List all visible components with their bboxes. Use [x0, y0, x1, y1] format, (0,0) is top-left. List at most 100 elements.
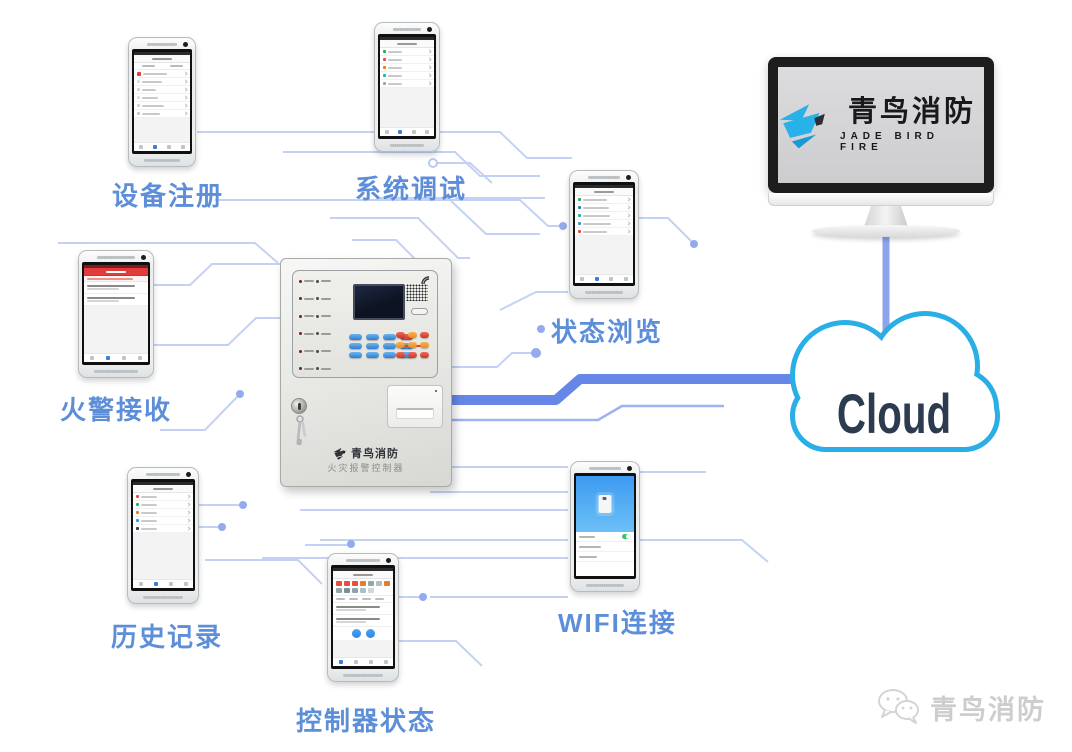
bottom-nav [84, 353, 148, 362]
camera-icon [427, 27, 432, 32]
bottom-nav [133, 579, 193, 588]
camera-icon [186, 472, 191, 477]
earpiece-grille [588, 176, 620, 179]
panel-display-area [292, 270, 438, 378]
list-row [380, 56, 434, 64]
earpiece-grille [146, 473, 180, 476]
label-fire-alarm-receive: 火警接收 [60, 395, 173, 425]
list-row [134, 110, 190, 118]
wifi-toggle-row [576, 532, 634, 542]
bottom-nav [134, 142, 190, 151]
earpiece-grille [97, 256, 135, 259]
app-header [575, 188, 633, 196]
panel-brand-text: 青鸟消防 [351, 448, 399, 460]
phone-screen [82, 262, 150, 365]
controller-status-app [333, 568, 393, 666]
list-row [380, 48, 434, 56]
camera-icon [627, 466, 632, 471]
app-header [333, 571, 393, 579]
status-entry [333, 603, 393, 615]
camera-icon [386, 558, 391, 563]
monitor-stand-neck [864, 206, 908, 227]
function-keys [396, 332, 430, 360]
speaker-grille [390, 144, 424, 147]
status-browse-app [575, 185, 633, 283]
app-header [134, 55, 190, 63]
phone-screen [573, 182, 635, 286]
list-row [133, 493, 193, 501]
wechat-icon [878, 689, 919, 724]
phone-history [127, 467, 199, 604]
phone-screen [331, 565, 395, 669]
bottom-nav [333, 657, 393, 666]
monitor-screen: 青鸟消防 JADE BIRD FIRE [778, 67, 984, 183]
panel-brand: 青鸟消防 [281, 445, 451, 461]
phone-device-register [128, 37, 196, 167]
bottom-nav [380, 127, 434, 136]
list-row [575, 228, 633, 236]
list-row [134, 94, 190, 102]
earpiece-grille [589, 467, 621, 470]
status-icon-grid [333, 579, 393, 596]
label-device-register: 设备注册 [112, 181, 225, 211]
wifi-list-row [576, 552, 634, 562]
device-illustration [598, 495, 612, 513]
fire-alarm-control-panel: 青鸟消防 火灾报警控制器 [280, 258, 452, 487]
monitor-stand-base [812, 225, 960, 237]
action-buttons [333, 627, 393, 640]
cloud-shape: Cloud [790, 311, 1000, 452]
hanging-keys-icon [296, 415, 307, 446]
earpiece-grille [147, 43, 177, 46]
alarm-banner [84, 276, 148, 282]
mute-button [411, 308, 428, 315]
alarm-header [84, 268, 148, 276]
earpiece-grille [393, 28, 421, 31]
camera-icon [183, 42, 188, 47]
fire-alarm-app [84, 265, 148, 362]
label-history: 历史记录 [111, 622, 224, 652]
phone-status-browse [569, 170, 639, 299]
wifi-hero-panel [576, 476, 634, 532]
device-register-app [134, 52, 190, 151]
earpiece-grille [346, 559, 380, 562]
list-row [134, 102, 190, 110]
panel-device-name: 火灾报警控制器 [327, 463, 405, 473]
speaker-grille [585, 291, 623, 294]
list-row [380, 72, 434, 80]
wifi-list-row [576, 542, 634, 552]
phone-wifi-connect [570, 461, 640, 592]
list-row [133, 509, 193, 517]
phone-screen [574, 473, 636, 579]
app-header [133, 485, 193, 493]
phone-screen [132, 49, 192, 154]
key-lock-icon [291, 398, 307, 414]
speaker-grille [144, 159, 180, 162]
printer-unit [387, 385, 443, 428]
label-status-browse: 状态浏览 [551, 317, 664, 347]
paper-slot [396, 408, 434, 419]
phone-screen [378, 34, 436, 139]
phone-controller-status [327, 553, 399, 682]
label-wifi-connect: WIFI连接 [558, 608, 677, 638]
list-row [575, 212, 633, 220]
list-row [575, 196, 633, 204]
action-button [351, 629, 361, 638]
list-row [133, 525, 193, 533]
wifi-toggle [622, 534, 631, 539]
list-row [380, 64, 434, 72]
sound-waves-icon [421, 276, 430, 285]
status-entry [333, 615, 393, 627]
list-row [134, 78, 190, 86]
speaker-grille [586, 584, 624, 587]
app-header [380, 40, 434, 48]
panel-cloud-link [452, 374, 800, 405]
jade-bird-icon [333, 447, 346, 460]
list-row [133, 501, 193, 509]
list-row [134, 70, 190, 78]
alarm-entry [84, 294, 148, 306]
monitor-brand-subtitle: JADE BIRD FIRE [840, 130, 939, 153]
label-controller-status: 控制器状态 [296, 706, 437, 736]
phone-fire-alarm-receive [78, 250, 154, 378]
